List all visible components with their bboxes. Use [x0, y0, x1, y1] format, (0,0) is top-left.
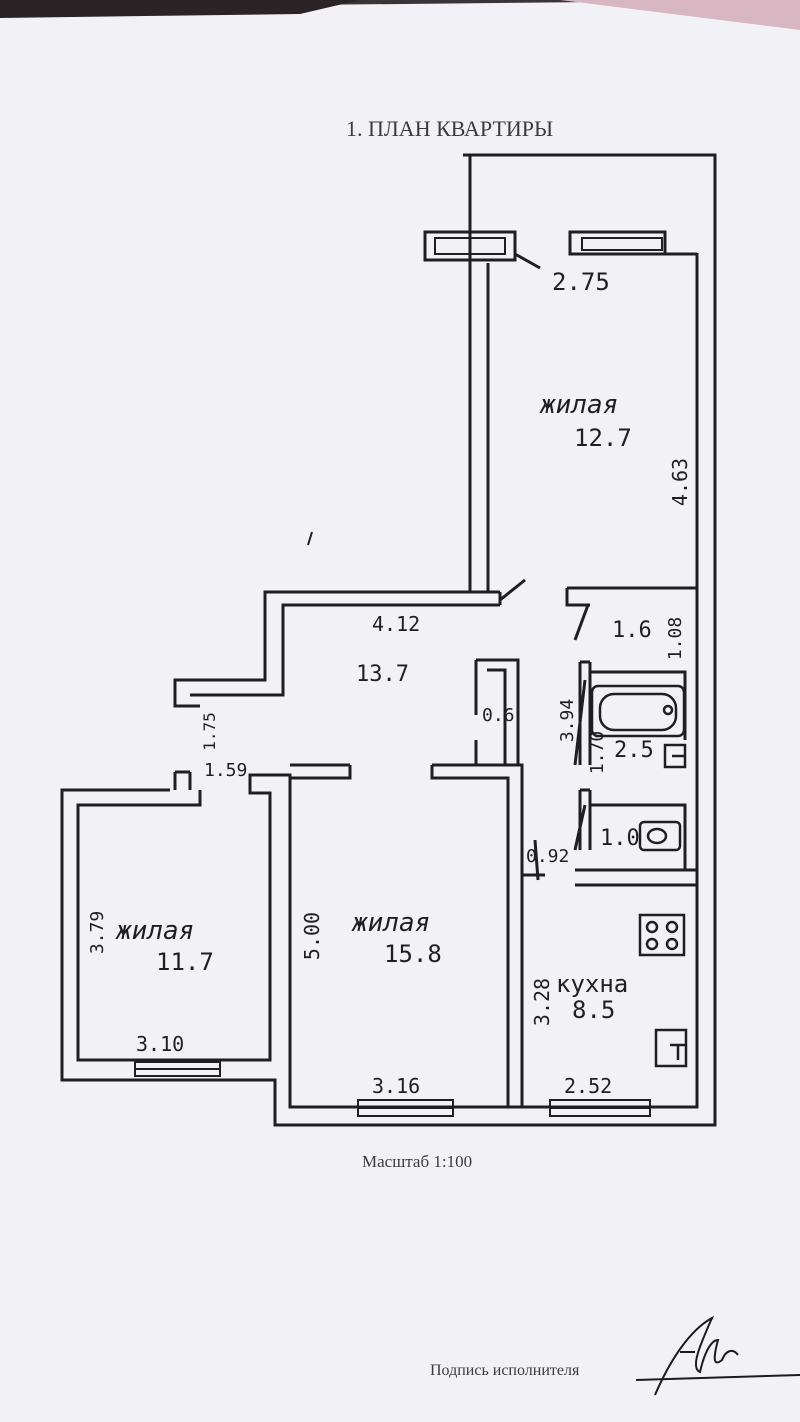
dimension-2-52: 2.52 [564, 1074, 613, 1098]
signature-icon [635, 1315, 800, 1396]
outer-wall [60, 153, 717, 1127]
room-left-area: 11.7 [156, 948, 214, 976]
toilet-area: 1.0 [600, 826, 640, 851]
dimension-3-79: 3.79 [87, 910, 109, 955]
dimension-3-10: 3.10 [136, 1032, 185, 1056]
signature-label: Подпись исполнителя [430, 1362, 580, 1379]
room-center-label: жилая [352, 908, 431, 938]
bathroom-area: 2.5 [614, 738, 654, 763]
dimension-5-00: 5.00 [300, 911, 325, 961]
room-top-right-label: жилая [540, 390, 619, 420]
kitchen-label: кухна [556, 970, 629, 998]
dimension-1-59: 1.59 [204, 760, 248, 781]
dimension-3-28: 3.28 [530, 977, 555, 1027]
dimension-3-94: 3.94 [557, 698, 579, 743]
room-left-label: жилая [116, 916, 195, 946]
dimension-0-92: 0.92 [526, 846, 570, 867]
page-title: 1. ПЛАН КВАРТИРЫ [346, 116, 554, 141]
closet-area: 0.6 [482, 705, 515, 726]
fixtures [590, 684, 688, 1068]
dimension-1-75: 1.75 [199, 712, 219, 751]
toilet-icon [638, 820, 682, 852]
scale-label: Масштаб 1:100 [362, 1152, 473, 1171]
stove-icon [638, 913, 686, 957]
room-center-area: 15.8 [384, 940, 442, 968]
kitchen-sink-icon [654, 1028, 688, 1068]
dimension-3-16: 3.16 [372, 1074, 421, 1098]
dimension-1-70: 1.70 [587, 730, 609, 775]
dimension-2-75: 2.75 [552, 268, 610, 296]
dimension-1-08: 1.08 [665, 616, 687, 661]
kitchen-area: 8.5 [572, 996, 616, 1024]
windows [134, 237, 663, 1117]
bathtub-icon [590, 684, 686, 738]
dimension-4-63: 4.63 [668, 457, 693, 507]
corridor-area: 1.6 [612, 618, 652, 643]
room-top-right-area: 12.7 [574, 424, 632, 452]
hall-area: 13.7 [356, 662, 409, 687]
dimension-4-12: 4.12 [372, 612, 421, 636]
